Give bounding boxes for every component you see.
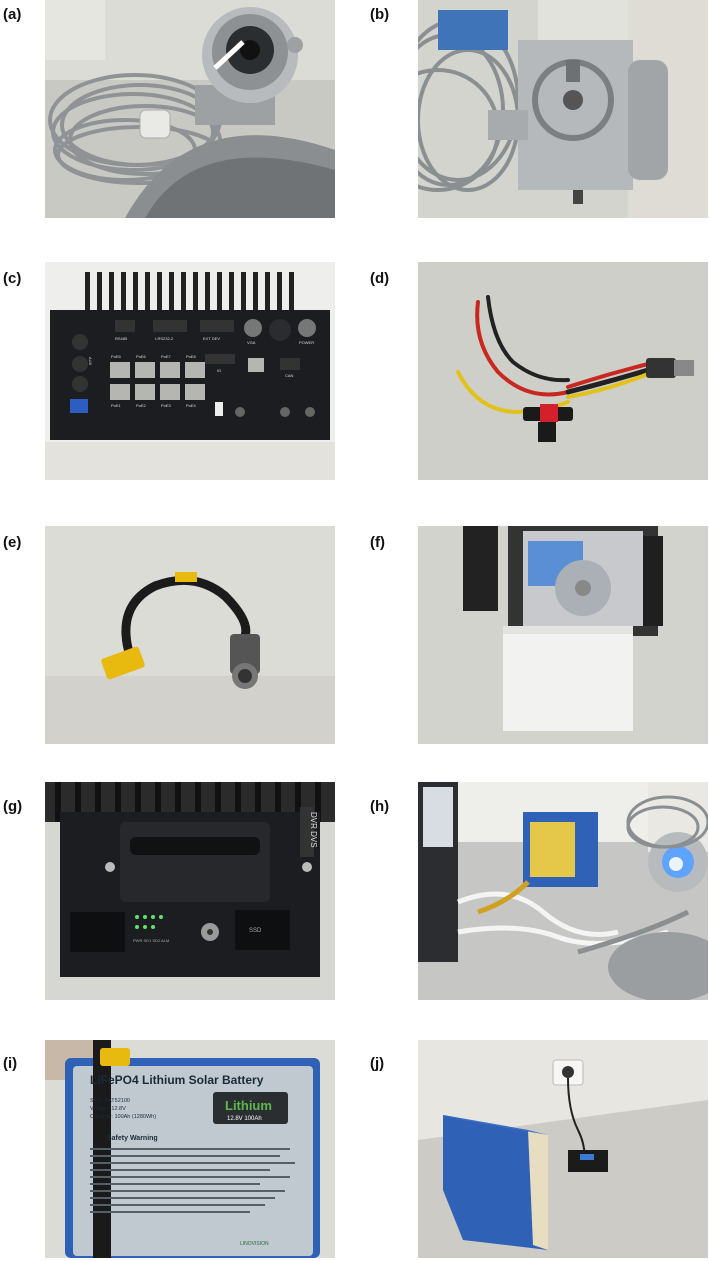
battery-badge-sub: 12.8V 100Ah xyxy=(227,1116,262,1122)
photo-e-svg xyxy=(45,526,335,744)
panel-label-c: (c) xyxy=(3,270,22,287)
port-label-poe3: PoE3 xyxy=(161,403,172,408)
photo-h-svg xyxy=(418,782,708,1000)
photo-a-camera-on-mount xyxy=(45,0,335,218)
port-label-poe5: PoE5 xyxy=(111,354,122,359)
battery-brand: LINOVISION xyxy=(240,1241,269,1247)
port-label-poe1: PoE1 xyxy=(111,403,122,408)
battery-spec-sku: SKU: BAT52100 xyxy=(90,1098,130,1104)
photo-j-svg xyxy=(418,1040,708,1258)
port-label-poe2: PoE2 xyxy=(136,403,147,408)
port-label-io: IO xyxy=(217,368,221,373)
dvr-badge-text: DVR DVS xyxy=(309,812,318,848)
port-label-poe7: PoE7 xyxy=(161,354,172,359)
battery-title: LiFePO4 Lithium Solar Battery xyxy=(90,1073,264,1087)
panel-label-g: (g) xyxy=(3,798,23,815)
port-label-poe4: PoE4 xyxy=(186,403,197,408)
photo-a-svg xyxy=(45,0,335,218)
panel-label-e: (e) xyxy=(3,534,22,551)
panel-label-b: (b) xyxy=(370,6,390,23)
battery-badge-title: Lithium xyxy=(225,1098,272,1113)
port-label-vga: VGA xyxy=(247,340,256,345)
photo-e-braided-adapter-cable xyxy=(45,526,335,744)
port-label-rs232: I-RS232-2 xyxy=(155,336,174,341)
port-label-power: POWER xyxy=(299,340,314,345)
photo-g-svg: DVR DVS PWR SD1 SD2 ALM SSD xyxy=(45,782,335,1000)
photo-f-hdd-caddy xyxy=(418,526,708,744)
photo-j-installed-setup xyxy=(418,1040,708,1258)
port-label-poe6: PoE6 xyxy=(136,354,147,359)
battery-spec-voltage: Voltage: 12.8V xyxy=(90,1106,126,1112)
port-label-poe8: PoE8 xyxy=(186,354,197,359)
port-label-aux: AUX xyxy=(88,357,93,366)
photo-d-power-cable-fuse xyxy=(418,262,708,480)
battery-warning-title: Safety Warning xyxy=(107,1135,158,1142)
photo-b-svg xyxy=(418,0,708,218)
panel-label-f: (f) xyxy=(370,534,385,551)
port-label-can: CAN xyxy=(285,373,294,378)
panel-label-j: (j) xyxy=(370,1055,385,1072)
panel-label-i: (i) xyxy=(3,1055,18,1072)
dvr-led-labels: PWR SD1 SD2 ALM xyxy=(133,938,169,943)
photo-i-svg: LiFePO4 Lithium Solar Battery SKU: BAT52… xyxy=(45,1040,335,1258)
port-label-ext-dev: EXT DEV xyxy=(203,336,220,341)
panel-label-a: (a) xyxy=(3,6,22,23)
photo-c-svg: RS485 I-RS232-2 EXT DEV VGA POWER PoE5 P… xyxy=(45,262,335,480)
photo-i-battery-label: LiFePO4 Lithium Solar Battery SKU: BAT52… xyxy=(45,1040,335,1258)
dvr-ssd-slot-label: SSD xyxy=(249,928,262,934)
photo-h-assembled-system xyxy=(418,782,708,1000)
photo-d-svg xyxy=(418,262,708,480)
photo-b-mount-side xyxy=(418,0,708,218)
battery-spec-capacity: Capacity: 100Ah (1280Wh) xyxy=(90,1114,156,1120)
photo-c-dvr-rear-ports: RS485 I-RS232-2 EXT DEV VGA POWER PoE5 P… xyxy=(45,262,335,480)
photo-g-dvr-front-panel: DVR DVS PWR SD1 SD2 ALM SSD xyxy=(45,782,335,1000)
panel-label-h: (h) xyxy=(370,798,390,815)
photo-f-svg xyxy=(418,526,708,744)
port-label-rs485: RS485 xyxy=(115,336,128,341)
panel-label-d: (d) xyxy=(370,270,390,287)
